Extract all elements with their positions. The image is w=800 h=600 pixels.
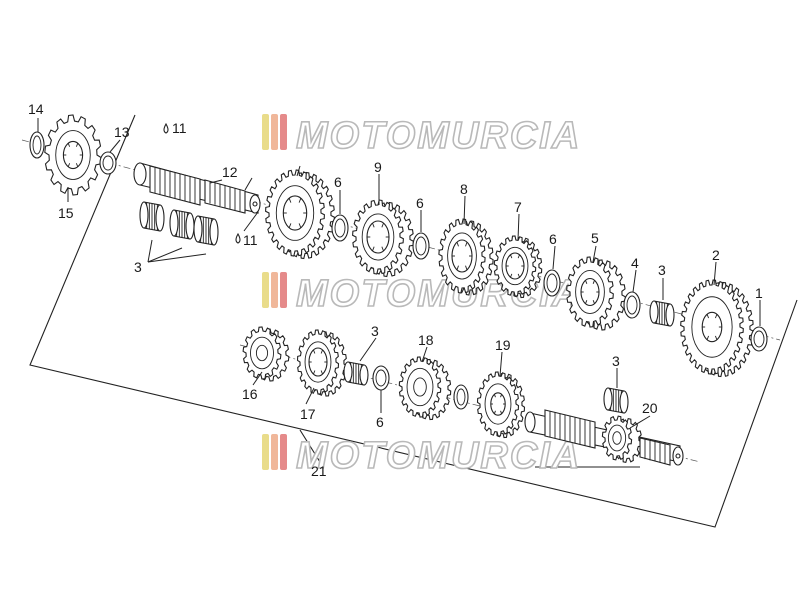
watermark-text: MOTOMURCIA [296,435,581,477]
label-5: 5 [591,230,599,246]
label-6d: 6 [376,414,384,430]
gear-9 [352,199,414,278]
gear-19 [476,371,526,439]
circlip-lower [453,384,469,410]
label-17: 17 [300,406,316,422]
assembly-frame [29,114,798,528]
washer-6b [412,232,430,260]
needle-bearings-3 [139,201,219,246]
gear-large-upper [265,169,335,260]
oil-drop-icon [163,122,169,134]
gear-17 [296,329,348,397]
watermark-middle: MOTOMURCIA [262,272,581,316]
label-19: 19 [495,337,511,353]
label-12: 12 [222,164,238,180]
part-labels: 14 13 11 12 15 11 3 6 9 6 8 7 6 5 4 3 2 … [28,101,763,479]
label-3c: 3 [371,323,379,339]
label-20: 20 [642,400,658,416]
sprocket-15 [44,114,102,196]
label-13: 13 [114,124,130,140]
label-7: 7 [514,199,522,215]
needle-bearing-3d [603,387,629,414]
needle-bearing-3b [649,300,675,327]
countershaft-20 [524,409,684,466]
label-21: 21 [311,463,327,479]
label-9: 9 [374,159,382,175]
label-11b: 11 [243,232,258,248]
label-11a: 11 [172,120,187,136]
watermark-text: MOTOMURCIA [296,273,581,315]
label-4: 4 [631,255,639,271]
label-2: 2 [712,247,720,263]
needle-bearing-3c [343,361,369,386]
washer-6d [372,365,390,391]
gear-16 [242,326,290,382]
gear-2 [680,279,754,378]
label-3d: 3 [612,353,620,369]
gear-7 [493,235,543,299]
watermark-top: MOTOMURCIA [262,114,581,158]
washer-13 [99,151,117,175]
gear-18 [398,356,452,421]
watermark-bottom: MOTOMURCIA [262,434,581,478]
leader-lines [37,118,761,429]
label-14: 14 [28,101,44,117]
gear-5 [566,256,626,331]
washer-6c [543,269,561,297]
circlip-14 [29,131,45,159]
label-6b: 6 [416,195,424,211]
label-3a: 3 [134,259,142,275]
label-18: 18 [418,332,434,348]
label-8: 8 [460,181,468,197]
label-16: 16 [242,386,258,402]
washer-4 [623,291,641,319]
countershaft-gear-20 [601,415,643,464]
label-3b: 3 [658,262,666,278]
washer-6a [331,214,349,242]
oil-drop-icon [235,232,241,244]
label-6c: 6 [549,231,557,247]
label-15: 15 [58,205,74,221]
gear-8 [438,218,494,296]
washer-1 [750,326,768,352]
watermark-text: MOTOMURCIA [296,115,581,157]
label-6a: 6 [334,174,342,190]
main-shaft-12 [133,162,261,214]
label-1: 1 [755,285,763,301]
